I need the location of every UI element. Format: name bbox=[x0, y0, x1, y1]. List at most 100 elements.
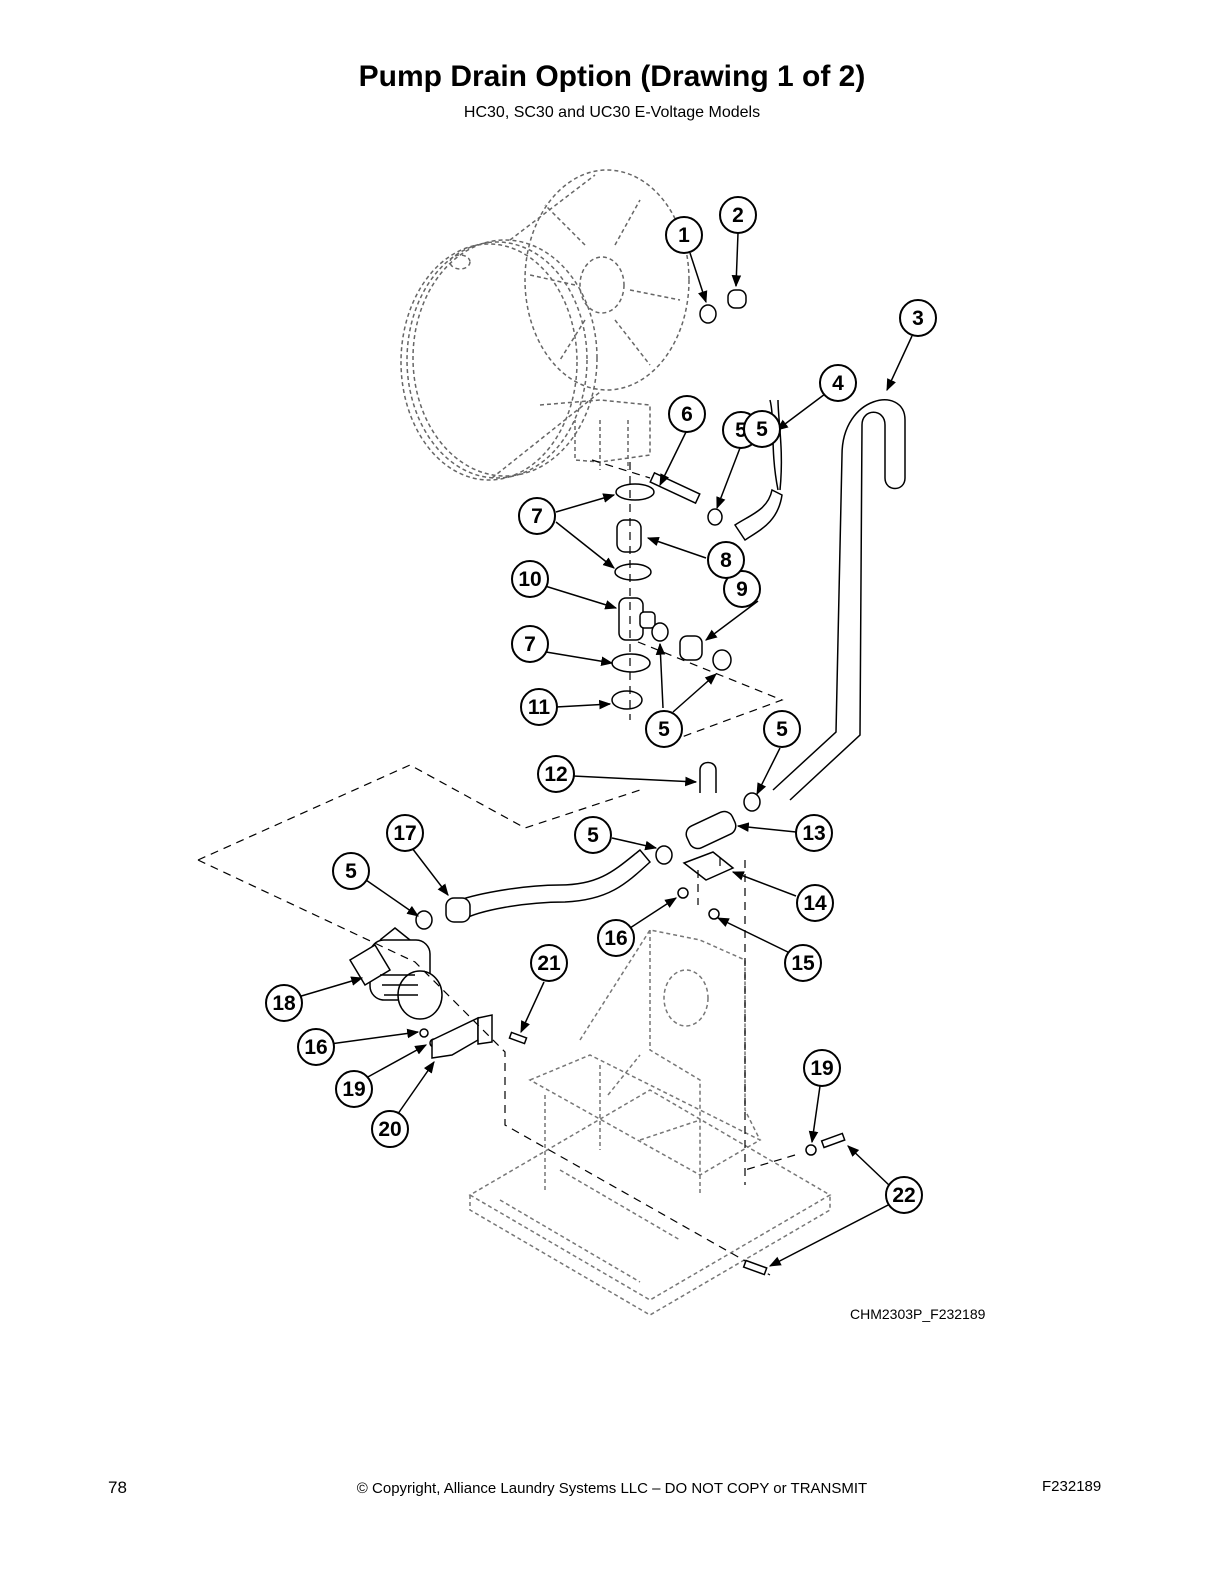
callout-21: 21 bbox=[530, 944, 568, 982]
callout-5: 5 bbox=[332, 852, 370, 890]
drawing-code: CHM2303P_F232189 bbox=[850, 1306, 986, 1322]
callout-9: 9 bbox=[723, 570, 761, 608]
callout-19: 19 bbox=[803, 1049, 841, 1087]
callout-circle bbox=[518, 497, 556, 535]
callout-20: 20 bbox=[371, 1110, 409, 1148]
callout-circle bbox=[819, 364, 857, 402]
callout-number: 5 bbox=[756, 418, 768, 441]
callout-5: 5 bbox=[743, 410, 781, 448]
page-number: 78 bbox=[108, 1478, 127, 1497]
callout-number: 5 bbox=[776, 718, 788, 741]
callout-number: 12 bbox=[544, 763, 567, 786]
callout-15: 15 bbox=[784, 944, 822, 982]
callout-number: 16 bbox=[604, 927, 627, 950]
callout-number: 21 bbox=[537, 952, 561, 975]
callout-10: 10 bbox=[511, 560, 549, 598]
callout-5: 5 bbox=[763, 710, 801, 748]
callout-number: 14 bbox=[803, 892, 827, 915]
drum-outline bbox=[400, 169, 690, 481]
callout-number: 3 bbox=[912, 307, 924, 330]
callout-16: 16 bbox=[297, 1028, 335, 1066]
callout-circle bbox=[796, 884, 834, 922]
callout-1: 1 bbox=[665, 216, 703, 254]
callout-circle bbox=[668, 395, 706, 433]
callout-circle bbox=[335, 1070, 373, 1108]
callout-circle bbox=[332, 852, 370, 890]
callout-number: 20 bbox=[378, 1118, 401, 1141]
callout-2: 2 bbox=[719, 196, 757, 234]
callout-circle bbox=[537, 755, 575, 793]
callout-number: 4 bbox=[832, 372, 844, 395]
callout-number: 15 bbox=[791, 952, 815, 975]
callout-number: 7 bbox=[531, 505, 543, 528]
callout-circle bbox=[597, 919, 635, 957]
callout-circle bbox=[297, 1028, 335, 1066]
callout-circle bbox=[665, 216, 703, 254]
assembly-lines bbox=[197, 459, 796, 1276]
callout-number: 8 bbox=[720, 549, 732, 572]
callout-number: 9 bbox=[736, 578, 748, 601]
base-frame bbox=[468, 929, 832, 1316]
callout-circle bbox=[885, 1176, 923, 1214]
callout-number: 5 bbox=[658, 718, 670, 741]
pump-bracket bbox=[431, 1014, 528, 1059]
callout-13: 13 bbox=[795, 814, 833, 852]
page-subtitle: HC30, SC30 and UC30 E-Voltage Models bbox=[463, 104, 761, 121]
callout-3: 3 bbox=[899, 299, 937, 337]
callout-number: 11 bbox=[528, 696, 551, 719]
callout-number: 10 bbox=[518, 568, 541, 591]
hardware bbox=[742, 1132, 846, 1276]
callout-number: 5 bbox=[345, 860, 357, 883]
callout-14: 14 bbox=[796, 884, 834, 922]
callout-12: 12 bbox=[537, 755, 575, 793]
callout-circle bbox=[795, 814, 833, 852]
callout-circle bbox=[520, 688, 558, 726]
callout-circle bbox=[645, 710, 683, 748]
callout-circle bbox=[899, 299, 937, 337]
document-id: F232189 bbox=[1042, 1478, 1102, 1495]
callout-circle bbox=[763, 710, 801, 748]
callout-11: 11 bbox=[520, 688, 558, 726]
callout-6: 6 bbox=[668, 395, 706, 433]
callout-circle bbox=[743, 410, 781, 448]
drain-pump bbox=[348, 927, 443, 1048]
copyright-notice: © Copyright, Alliance Laundry Systems LL… bbox=[356, 1480, 868, 1497]
callout-circle bbox=[574, 816, 612, 854]
callout-circle bbox=[707, 541, 745, 579]
callout-22: 22 bbox=[885, 1176, 923, 1214]
callout-19: 19 bbox=[335, 1070, 373, 1108]
drain-hose bbox=[772, 399, 906, 801]
callout-number: 1 bbox=[678, 224, 690, 247]
callout-7: 7 bbox=[518, 497, 556, 535]
callout-circle bbox=[530, 944, 568, 982]
callout-18: 18 bbox=[265, 984, 303, 1022]
pump-hose bbox=[415, 848, 652, 930]
callout-number: 19 bbox=[342, 1078, 365, 1101]
callout-circle bbox=[511, 560, 549, 598]
callout-number: 19 bbox=[810, 1057, 833, 1080]
callout-circle bbox=[386, 814, 424, 852]
callout-circle bbox=[723, 570, 761, 608]
callout-circle bbox=[511, 625, 549, 663]
callout-8: 8 bbox=[707, 541, 745, 579]
callout-number: 16 bbox=[304, 1036, 327, 1059]
callout-5: 5 bbox=[574, 816, 612, 854]
callout-number: 2 bbox=[732, 204, 744, 227]
page-title: Pump Drain Option (Drawing 1 of 2) bbox=[358, 60, 866, 93]
leader-lines bbox=[297, 232, 913, 1267]
callout-circle bbox=[265, 984, 303, 1022]
callout-circle bbox=[784, 944, 822, 982]
parts-column bbox=[611, 289, 783, 920]
callout-number: 7 bbox=[524, 633, 536, 656]
callout-number: 18 bbox=[272, 992, 296, 1015]
callout-16: 16 bbox=[597, 919, 635, 957]
callout-number: 13 bbox=[802, 822, 825, 845]
callout-number: 17 bbox=[393, 822, 416, 845]
callout-17: 17 bbox=[386, 814, 424, 852]
callout-number: 6 bbox=[681, 403, 693, 426]
callout-circle bbox=[719, 196, 757, 234]
callout-number: 22 bbox=[892, 1184, 915, 1207]
callout-5: 5 bbox=[645, 710, 683, 748]
